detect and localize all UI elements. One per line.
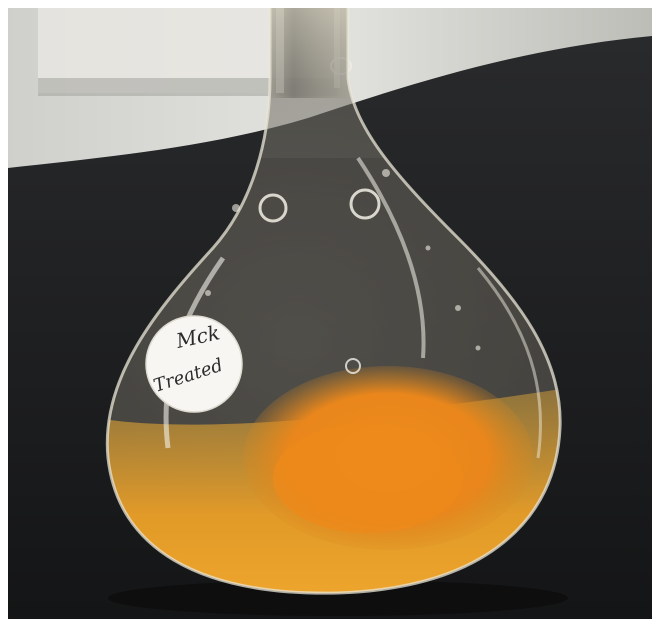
droplet — [345, 358, 361, 374]
droplet — [382, 169, 390, 177]
droplet — [425, 245, 431, 251]
flask-outline — [105, 8, 562, 595]
droplet — [349, 188, 381, 220]
flask-body-content — [107, 8, 561, 594]
precipitate-core — [273, 423, 463, 533]
flask-photo: Mck Treated — [8, 8, 652, 619]
background-equipment-shadow — [38, 78, 338, 96]
flask-shadow — [108, 580, 568, 616]
droplet — [232, 204, 240, 212]
flask-scene: Mck Treated — [8, 8, 652, 619]
label-sticker: Mck Treated — [145, 315, 243, 413]
droplet — [455, 305, 461, 311]
droplet — [475, 345, 481, 351]
droplet — [258, 193, 288, 223]
glass-reflection-right — [476, 267, 542, 459]
glass-reflection-center — [356, 156, 426, 359]
droplet — [205, 290, 211, 296]
